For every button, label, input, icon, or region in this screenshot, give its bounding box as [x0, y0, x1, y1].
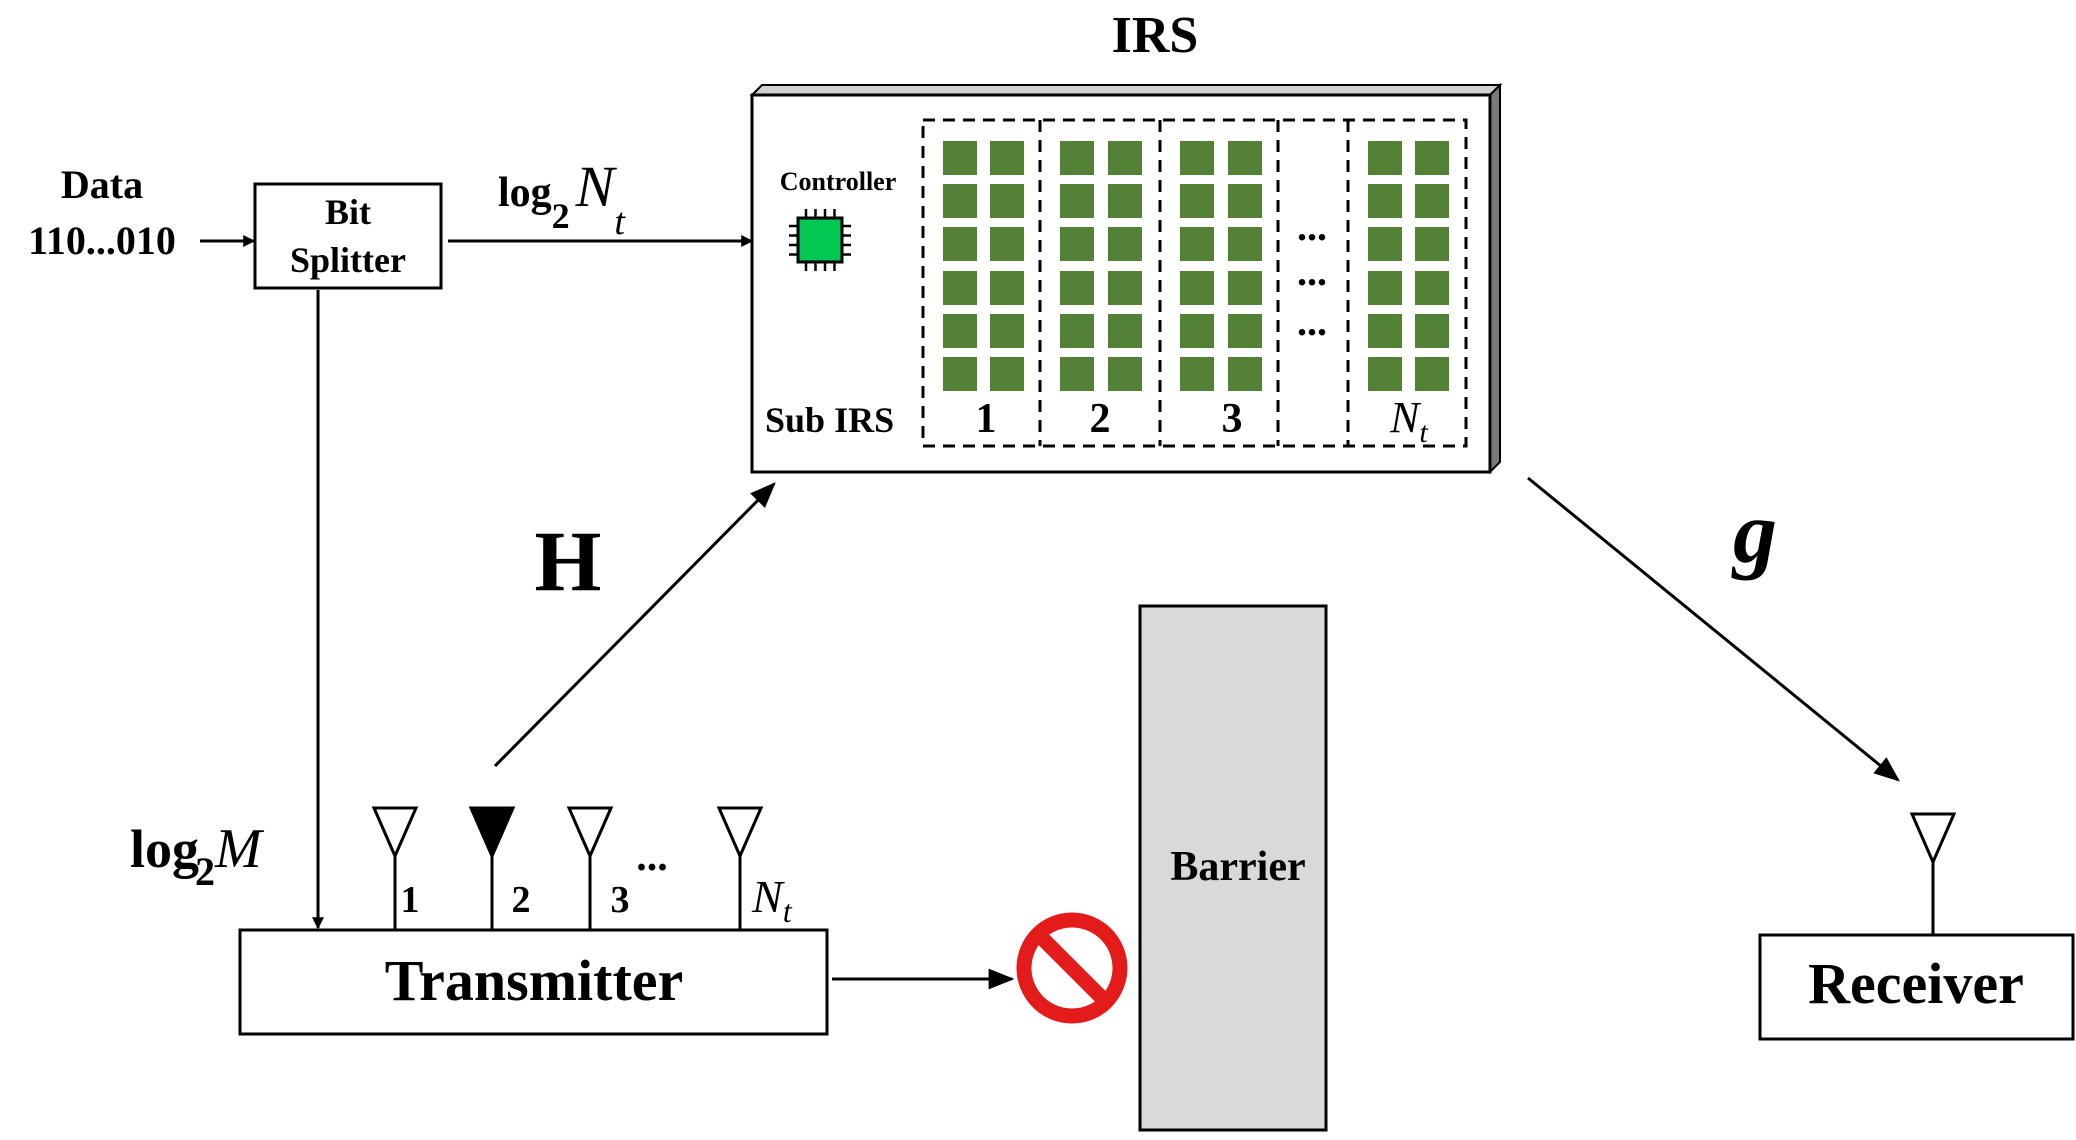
- irs-element-cell: [1415, 271, 1449, 305]
- irs-outer-dashed-border: [921, 118, 1468, 448]
- irs-element-cell: [1415, 314, 1449, 348]
- irs-element-cell: [990, 271, 1024, 305]
- tx-antenna-label-1: 1: [401, 879, 420, 921]
- channel-h-label: H: [535, 513, 602, 609]
- irs-ellipsis-3: ...: [1297, 299, 1327, 344]
- irs-element-cell: [1108, 357, 1142, 391]
- receiver-box: [1758, 933, 2075, 1041]
- controller-chip-icon: [789, 209, 851, 271]
- antenna-icon: [371, 806, 419, 860]
- sub-irs-label-2: 2: [1090, 396, 1111, 442]
- receiver-label: Receiver: [1808, 951, 2024, 1016]
- data-label: Data: [61, 162, 143, 207]
- tx-antenna-label-nt: Nt: [751, 871, 793, 929]
- irs-element-cell: [1415, 141, 1449, 175]
- irs-element-cell: [1180, 184, 1214, 218]
- irs-element-cell: [1228, 314, 1262, 348]
- transmitter-box: [238, 928, 829, 1036]
- transmitter-antennas: [371, 806, 764, 930]
- irs-element-cell: [1180, 357, 1214, 391]
- tx-antenna-label-2: 2: [512, 879, 531, 921]
- channel-h-arrow: [493, 482, 776, 768]
- barrier-box: [1138, 604, 1328, 1132]
- irs-element-cell: [1368, 227, 1402, 261]
- irs-element-cell: [943, 141, 977, 175]
- irs-element-cell: [1060, 227, 1094, 261]
- controller-label: Controller: [780, 167, 897, 196]
- irs-ellipsis-1: ...: [1297, 204, 1327, 249]
- irs-element-cell: [990, 314, 1024, 348]
- irs-element-cell: [1108, 227, 1142, 261]
- irs-element-cell: [1228, 184, 1262, 218]
- irs-element-cell: [1180, 314, 1214, 348]
- irs-element-cell: [990, 357, 1024, 391]
- irs-element-cell: [1228, 271, 1262, 305]
- irs-element-cell: [943, 227, 977, 261]
- irs-element-grid: [943, 141, 1449, 391]
- barrier-label: Barrier: [1170, 844, 1305, 890]
- irs-element-cell: [943, 184, 977, 218]
- receiver-antenna-icon: [1909, 812, 1957, 935]
- log2-m-label: log2M: [130, 818, 265, 894]
- antenna-icon: [468, 806, 516, 860]
- tx-antenna-label-3: 3: [611, 879, 630, 921]
- transmitter-antenna-ellipsis: ...: [636, 834, 668, 880]
- sub-irs-label-nt: Nt: [1389, 393, 1428, 449]
- irs-ellipsis-column: ... ... ...: [1297, 204, 1327, 344]
- sub-irs-label: Sub IRS: [765, 400, 894, 440]
- irs-ellipsis-2: ...: [1297, 249, 1327, 294]
- irs-element-cell: [1108, 314, 1142, 348]
- chip-body: [796, 216, 844, 264]
- irs-element-cell: [1368, 141, 1402, 175]
- irs-element-cell: [943, 271, 977, 305]
- irs-element-cell: [1368, 314, 1402, 348]
- irs-element-cell: [1060, 271, 1094, 305]
- irs-element-cell: [943, 314, 977, 348]
- irs-element-cell: [1060, 184, 1094, 218]
- irs-element-cell: [1228, 141, 1262, 175]
- bit-splitter-box: [253, 182, 443, 290]
- irs-element-cell: [1415, 184, 1449, 218]
- irs-element-cell: [1108, 141, 1142, 175]
- irs-element-cell: [1415, 357, 1449, 391]
- irs-element-cell: [1368, 184, 1402, 218]
- irs-element-cell: [943, 357, 977, 391]
- irs-element-cell: [1228, 357, 1262, 391]
- transmitter-label: Transmitter: [385, 948, 684, 1013]
- sub-irs-label-1: 1: [976, 396, 997, 442]
- irs-element-cell: [990, 184, 1024, 218]
- irs-element-cell: [1368, 357, 1402, 391]
- irs-element-cell: [990, 227, 1024, 261]
- irs-element-cell: [1060, 357, 1094, 391]
- irs-element-cell: [1368, 271, 1402, 305]
- irs-element-cell: [1228, 227, 1262, 261]
- irs-element-cell: [1060, 141, 1094, 175]
- antenna-icon: [716, 806, 764, 860]
- sub-irs-separators: [1038, 120, 1350, 446]
- irs-element-cell: [1108, 271, 1142, 305]
- sub-irs-group-labels: 1 2 3 Nt: [976, 393, 1429, 449]
- irs-element-cell: [1180, 141, 1214, 175]
- bit-splitter-line1: Bit: [325, 192, 371, 232]
- irs-element-cell: [1060, 314, 1094, 348]
- antenna-icon: [566, 806, 614, 860]
- channel-g-label: g: [1731, 485, 1777, 582]
- sub-irs-label-3: 3: [1222, 396, 1243, 442]
- data-bits: 110...010: [28, 218, 176, 263]
- irs-element-cell: [990, 141, 1024, 175]
- channel-g-arrow: [1527, 476, 1901, 782]
- irs-element-cell: [1108, 184, 1142, 218]
- bit-splitter-line2: Splitter: [290, 240, 406, 280]
- irs-element-cell: [1415, 227, 1449, 261]
- irs-element-cell: [1180, 271, 1214, 305]
- irs-element-cell: [1180, 227, 1214, 261]
- blocked-icon: [1016, 912, 1128, 1024]
- irs-title: IRS: [1112, 7, 1199, 64]
